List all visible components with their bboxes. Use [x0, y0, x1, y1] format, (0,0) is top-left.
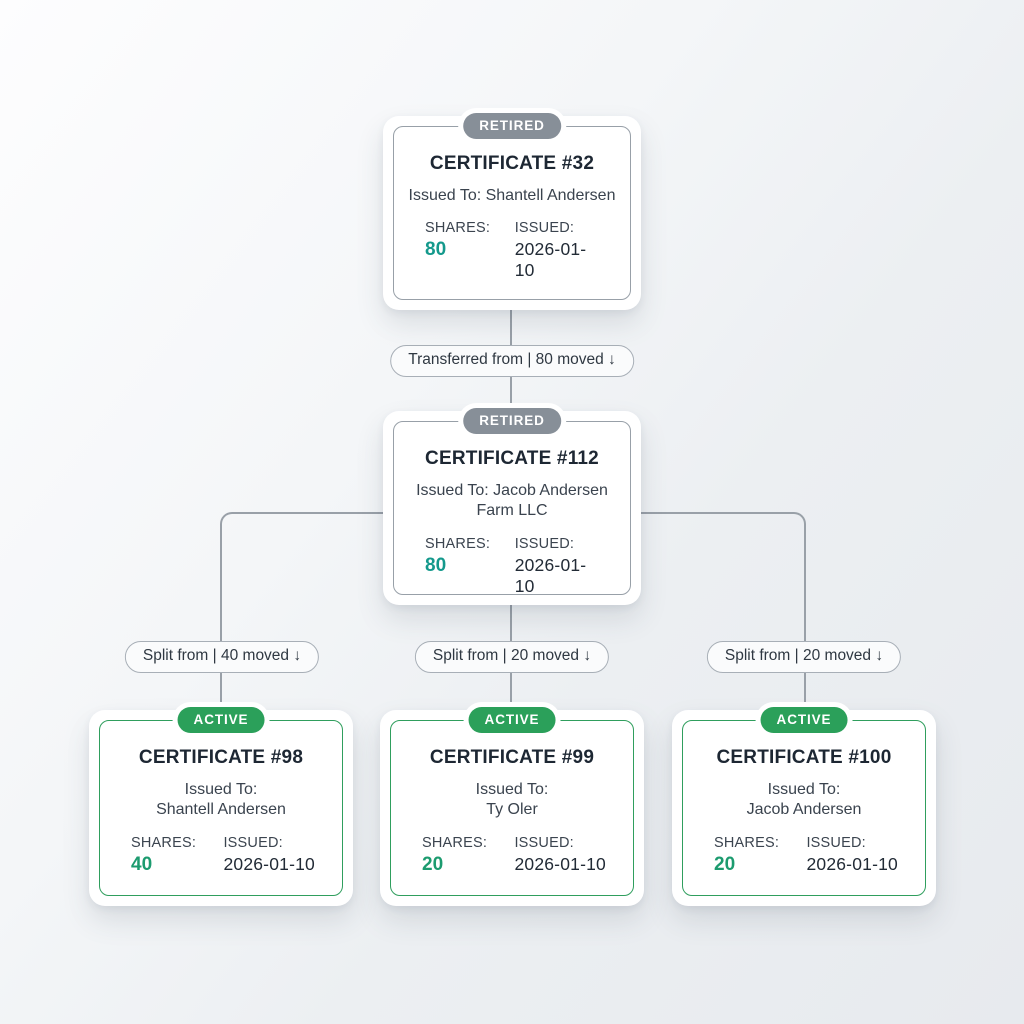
shares-stat: SHARES: 20 — [714, 835, 806, 876]
issued-stat: ISSUED: 2026-01-10 — [515, 220, 605, 281]
issued-label: ISSUED: — [514, 834, 574, 851]
shares-label: SHARES: — [131, 834, 197, 851]
card-frame: ACTIVE CERTIFICATE #99 Issued To: Ty Ole… — [390, 707, 634, 896]
card-frame: RETIRED CERTIFICATE #112 Issued To: Jaco… — [393, 408, 631, 597]
stats-row: SHARES: 40 ISSUED: 2026-01-10 — [100, 835, 342, 876]
shares-value: 40 — [131, 853, 153, 875]
shares-label: SHARES: — [425, 535, 491, 552]
issued-to-text: Issued To: Shantell Andersen — [156, 781, 286, 819]
status-badge: RETIRED — [463, 113, 561, 139]
connector-split-right-line — [641, 512, 806, 714]
edge-label-split-left: Split from | 40 moved ↓ — [124, 641, 320, 674]
certificate-title: CERTIFICATE #100 — [716, 747, 892, 768]
shares-value: 20 — [422, 853, 444, 875]
status-badge: RETIRED — [463, 408, 561, 434]
card-frame: ACTIVE CERTIFICATE #100 Issued To: Jacob… — [682, 707, 926, 896]
issued-to-text: Issued To: Jacob Andersen — [746, 781, 862, 819]
issued-stat: ISSUED: 2026-01-10 — [515, 536, 605, 597]
issued-stat: ISSUED: 2026-01-10 — [223, 835, 315, 876]
shares-value: 20 — [714, 853, 736, 875]
shares-value: 80 — [425, 239, 447, 261]
edge-label-split-right: Split from | 20 moved ↓ — [706, 641, 902, 674]
shares-stat: SHARES: 40 — [131, 835, 223, 876]
issued-stat: ISSUED: 2026-01-10 — [514, 835, 606, 876]
edge-label-transferred-from: Transferred from | 80 moved ↓ — [390, 345, 634, 378]
card-frame: ACTIVE CERTIFICATE #98 Issued To: Shante… — [99, 707, 343, 896]
certificate-card-112[interactable]: RETIRED CERTIFICATE #112 Issued To: Jaco… — [383, 408, 641, 605]
status-badge: ACTIVE — [468, 707, 556, 733]
issued-label: ISSUED: — [806, 834, 866, 851]
shares-stat: SHARES: 80 — [425, 536, 515, 597]
issued-label: ISSUED: — [514, 535, 575, 552]
certificate-card-99[interactable]: ACTIVE CERTIFICATE #99 Issued To: Ty Ole… — [380, 707, 644, 906]
issued-to-text: Issued To: Ty Oler — [475, 781, 549, 819]
shares-label: SHARES: — [425, 220, 491, 237]
certificate-title: CERTIFICATE #99 — [429, 747, 595, 768]
issued-label: ISSUED: — [223, 834, 283, 851]
certificate-card-98[interactable]: ACTIVE CERTIFICATE #98 Issued To: Shante… — [89, 707, 353, 906]
shares-label: SHARES: — [422, 834, 488, 851]
edge-label-split-middle: Split from | 20 moved ↓ — [414, 641, 610, 674]
issued-label: ISSUED: — [514, 220, 575, 237]
issued-date: 2026-01-10 — [223, 853, 315, 874]
card-frame: RETIRED CERTIFICATE #32 Issued To: Shant… — [393, 113, 631, 300]
issued-to-text: Issued To: Shantell Andersen — [408, 187, 616, 204]
certificate-title: CERTIFICATE #98 — [138, 747, 304, 768]
certificate-card-32[interactable]: RETIRED CERTIFICATE #32 Issued To: Shant… — [383, 113, 641, 310]
shares-value: 80 — [425, 554, 447, 576]
certificate-card-100[interactable]: ACTIVE CERTIFICATE #100 Issued To: Jacob… — [672, 707, 936, 906]
issued-date: 2026-01-10 — [806, 853, 898, 874]
certificate-title: CERTIFICATE #32 — [429, 153, 595, 174]
status-badge: ACTIVE — [177, 707, 265, 733]
issued-date: 2026-01-10 — [514, 239, 587, 281]
certificate-title: CERTIFICATE #112 — [425, 448, 599, 469]
issued-stat: ISSUED: 2026-01-10 — [806, 835, 898, 876]
connector-split-left-line — [220, 512, 385, 714]
shares-label: SHARES: — [714, 834, 780, 851]
stats-row: SHARES: 80 ISSUED: 2026-01-10 — [394, 220, 630, 281]
status-badge: ACTIVE — [760, 707, 848, 733]
stats-row: SHARES: 20 ISSUED: 2026-01-10 — [683, 835, 925, 876]
stats-row: SHARES: 80 ISSUED: 2026-01-10 — [394, 536, 630, 597]
issued-date: 2026-01-10 — [514, 554, 587, 596]
issued-to-text: Issued To: Jacob Andersen Farm LLC — [416, 482, 608, 520]
shares-stat: SHARES: 20 — [422, 835, 514, 876]
shares-stat: SHARES: 80 — [425, 220, 515, 281]
stats-row: SHARES: 20 ISSUED: 2026-01-10 — [391, 835, 633, 876]
issued-date: 2026-01-10 — [514, 853, 606, 874]
